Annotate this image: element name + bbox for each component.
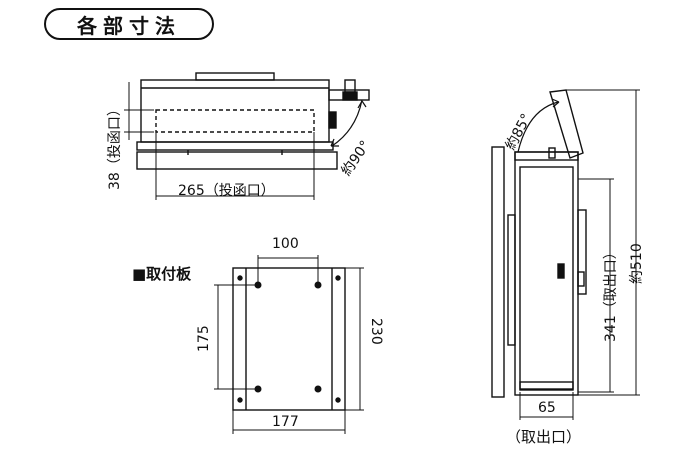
title-badge: 各部寸法 <box>44 8 214 40</box>
lid-angle-arrow-top <box>357 100 367 109</box>
hole-bottom-left <box>254 385 262 393</box>
lid-angle-arrow-bottom <box>330 138 339 147</box>
lid-handle <box>548 147 556 159</box>
slot-bottom-left <box>237 397 243 403</box>
top-base-lip <box>136 141 334 151</box>
slot-width-label: 265（投函口） <box>178 183 275 199</box>
slot-top-left <box>237 275 243 281</box>
side-angle-arc <box>517 101 559 153</box>
slot-height-label: 38（投函口） <box>107 102 123 190</box>
side-top <box>514 151 579 161</box>
slot-top-right <box>335 275 341 281</box>
outlet-label: 341（取出口） <box>603 245 619 342</box>
lid-angle-arc <box>331 99 363 147</box>
side-back-plate <box>577 209 587 295</box>
depth-label: 約510 <box>629 243 645 284</box>
plate-outer <box>232 267 346 411</box>
mount-plate-heading: ■取付板 <box>132 265 192 283</box>
hole-top-left <box>254 281 262 289</box>
hole-bottom-right <box>314 385 322 393</box>
open-lid <box>549 89 584 159</box>
side-view <box>491 89 640 420</box>
side-angle-arrow <box>551 98 560 108</box>
slot-outline <box>155 109 315 133</box>
hinge-knob-base <box>342 91 358 101</box>
plate-height-label: 230 <box>368 318 384 345</box>
page-title: 各部寸法 <box>77 13 181 38</box>
slot-bottom-right <box>335 397 341 403</box>
outlet-caption: （取出口） <box>506 428 582 446</box>
outlet-edge <box>519 381 574 391</box>
mount-plate-view <box>214 255 364 434</box>
side-hinge <box>577 271 585 287</box>
top-view <box>124 72 370 200</box>
side-mount-rail <box>507 214 516 346</box>
wall-plate <box>491 146 505 398</box>
side-latch <box>557 263 565 279</box>
hole-spacing-x-label: 100 <box>272 236 299 252</box>
latch <box>328 111 337 129</box>
top-handle <box>195 72 275 81</box>
hole-top-right <box>314 281 322 289</box>
plate-width-label: 177 <box>272 414 299 430</box>
side-body <box>514 151 579 396</box>
side-body-inner <box>519 166 574 390</box>
top-base <box>136 151 338 170</box>
outlet-width-label: 65 <box>538 400 556 416</box>
hole-spacing-y-label: 175 <box>196 325 212 352</box>
